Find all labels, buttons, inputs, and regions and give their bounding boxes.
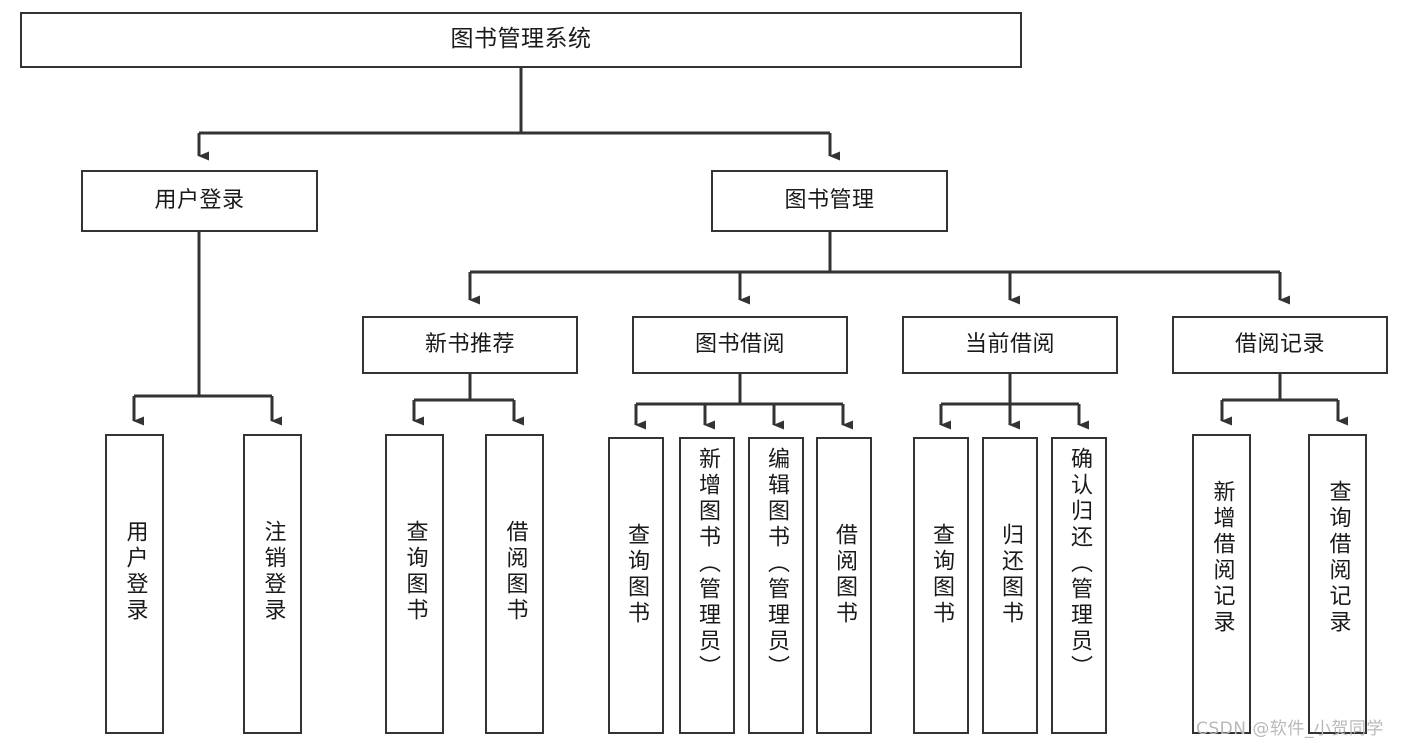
node-label: 图书管理系统 [450, 26, 592, 53]
node-label: 查询图书 [929, 523, 954, 627]
node-new-book-recommend[interactable]: 新书推荐 [362, 316, 578, 374]
leaf-user-login-login[interactable]: 用户登录 [105, 434, 164, 734]
node-borrow-record[interactable]: 借阅记录 [1172, 316, 1388, 374]
leaf-current-borrow-query-book[interactable]: 查询图书 [913, 437, 969, 734]
node-book-management[interactable]: 图书管理 [711, 170, 948, 232]
node-label: 编辑图书（管理员） [764, 447, 789, 681]
leaf-borrow-record-query-record[interactable]: 查询借阅记录 [1308, 434, 1367, 734]
leaf-book-borrow-add-book-admin[interactable]: 新增图书（管理员） [679, 437, 735, 734]
node-book-borrow[interactable]: 图书借阅 [632, 316, 848, 374]
leaf-book-borrow-query-book[interactable]: 查询图书 [608, 437, 664, 734]
node-current-borrow[interactable]: 当前借阅 [902, 316, 1118, 374]
node-label: 当前借阅 [964, 332, 1055, 358]
node-label: 图书借阅 [694, 332, 785, 358]
node-label: 查询借阅记录 [1325, 480, 1351, 636]
leaf-new-book-query-book[interactable]: 查询图书 [385, 434, 444, 734]
node-label: 注销登录 [260, 520, 286, 624]
node-label: 查询图书 [624, 523, 649, 627]
node-label: 新书推荐 [424, 332, 515, 358]
leaf-book-borrow-edit-book-admin[interactable]: 编辑图书（管理员） [748, 437, 804, 734]
leaf-book-borrow-borrow-book[interactable]: 借阅图书 [816, 437, 872, 734]
node-label: 确认归还（管理员） [1067, 447, 1092, 681]
leaf-borrow-record-add-record[interactable]: 新增借阅记录 [1192, 434, 1251, 734]
leaf-current-borrow-return-book[interactable]: 归还图书 [982, 437, 1038, 734]
node-user-login[interactable]: 用户登录 [81, 170, 318, 232]
leaf-current-borrow-confirm-return-admin[interactable]: 确认归还（管理员） [1051, 437, 1107, 734]
node-label: 归还图书 [998, 523, 1023, 627]
watermark-csdn: CSDN @软件_小贺同学 [1196, 719, 1384, 739]
node-label: 用户登录 [154, 188, 245, 214]
node-label: 图书管理 [784, 188, 875, 214]
node-label: 查询图书 [402, 520, 428, 624]
node-label: 借阅图书 [502, 520, 528, 624]
node-root-book-management-system[interactable]: 图书管理系统 [20, 12, 1022, 68]
node-label: 新增借阅记录 [1209, 480, 1235, 636]
leaf-new-book-borrow-book[interactable]: 借阅图书 [485, 434, 544, 734]
leaf-user-login-logout[interactable]: 注销登录 [243, 434, 302, 734]
node-label: 用户登录 [122, 520, 148, 624]
node-label: 借阅记录 [1234, 332, 1325, 358]
node-label: 新增图书（管理员） [695, 447, 720, 681]
node-label: 借阅图书 [832, 523, 857, 627]
